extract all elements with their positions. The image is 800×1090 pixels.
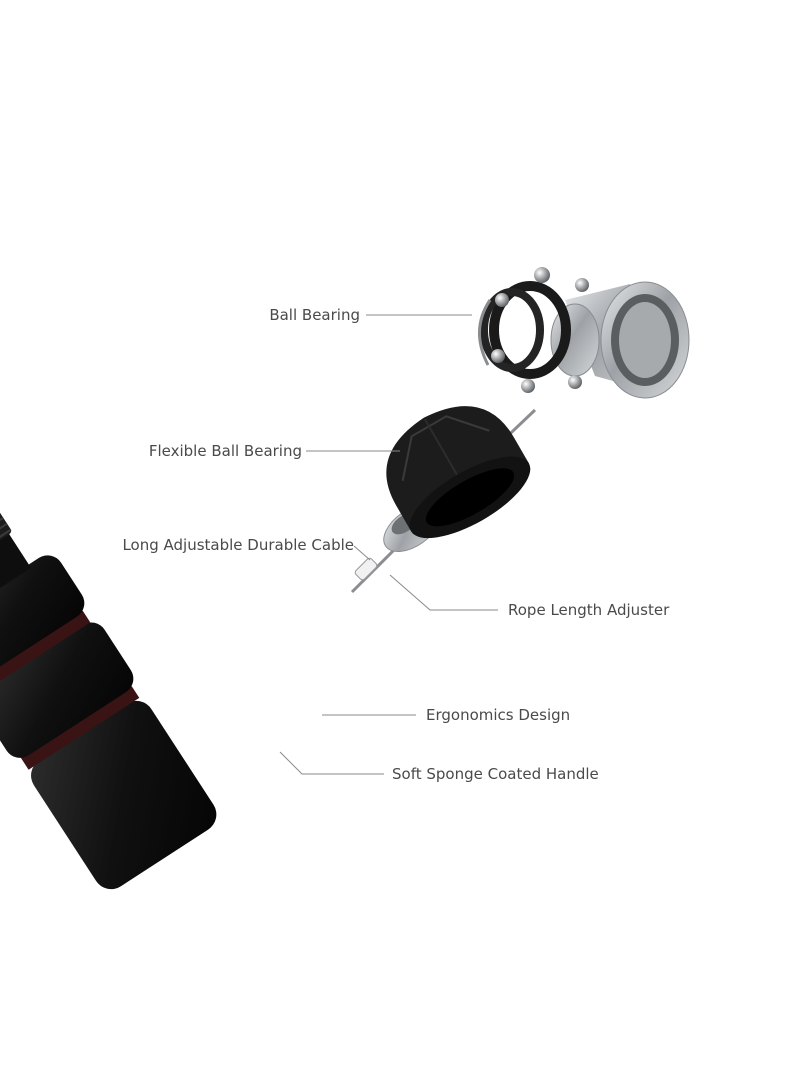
label-ball-bearing: Ball Bearing <box>269 306 360 324</box>
bearing-ball <box>495 293 509 307</box>
bearing-ball <box>568 375 582 389</box>
label-sponge-handle: Soft Sponge Coated Handle <box>392 765 599 783</box>
bearing-ball <box>534 267 550 283</box>
bearing-ball <box>575 278 589 292</box>
leader-rope-length-adjuster <box>390 575 498 610</box>
ball-bearing-assembly <box>479 267 689 398</box>
leader-cable <box>354 546 370 560</box>
label-flexible-ball-bearing: Flexible Ball Bearing <box>149 442 302 460</box>
label-rope-length-adjuster: Rope Length Adjuster <box>508 601 670 619</box>
leader-sponge-handle <box>280 752 384 774</box>
label-cable: Long Adjustable Durable Cable <box>122 536 354 554</box>
label-ergonomics-design: Ergonomics Design <box>426 706 570 724</box>
sponge-handle <box>0 460 227 898</box>
bearing-ball <box>491 349 505 363</box>
bearing-ball <box>521 379 535 393</box>
